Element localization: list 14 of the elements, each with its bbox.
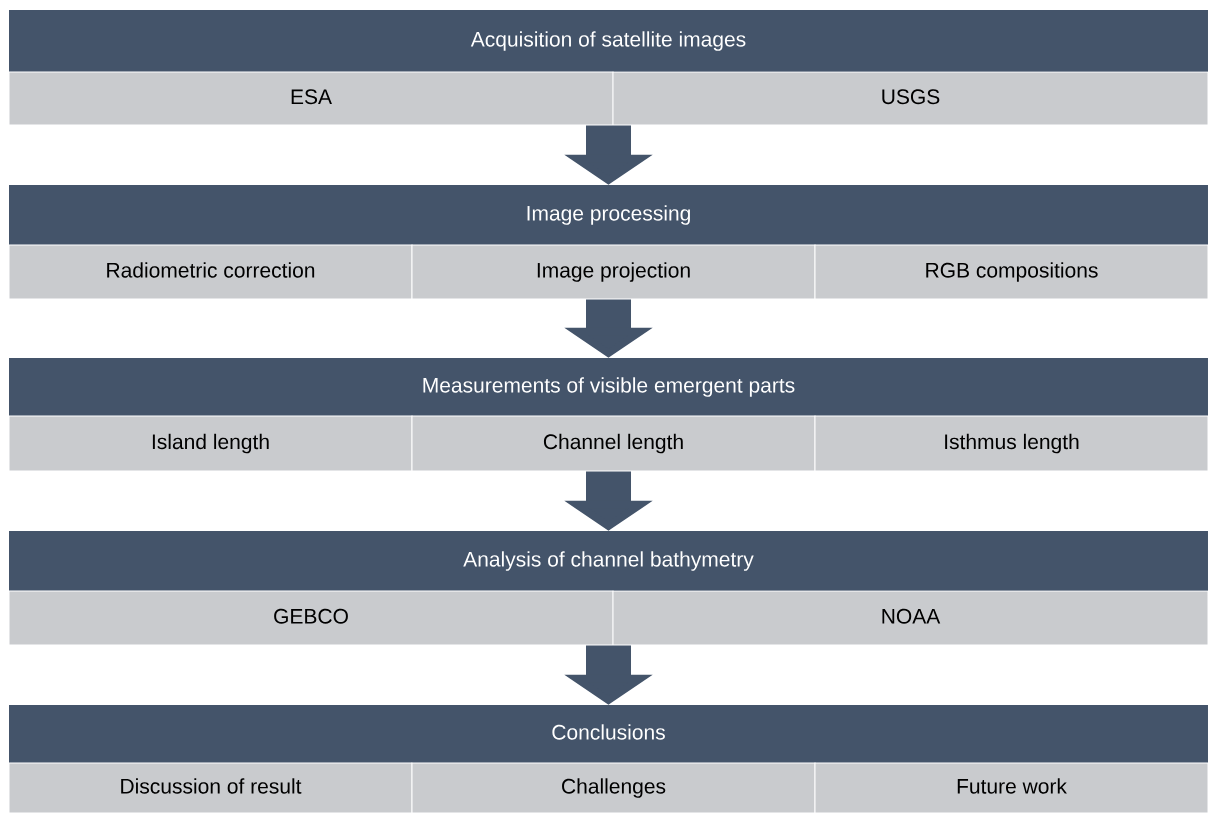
stage-header: Acquisition of satellite images xyxy=(9,10,1208,72)
cell: Challenges xyxy=(411,762,816,813)
cell: RGB compositions xyxy=(814,244,1208,300)
cell: Discussion of result xyxy=(8,762,413,813)
cell: ESA xyxy=(8,71,614,126)
cell: USGS xyxy=(612,71,1208,126)
cell: Channel length xyxy=(411,415,816,472)
cell: Isthmus length xyxy=(814,415,1208,472)
cell: GEBCO xyxy=(8,590,614,646)
cell: Radiometric correction xyxy=(8,244,413,300)
cell: Image projection xyxy=(411,244,816,300)
cell: Future work xyxy=(814,762,1208,813)
cell: NOAA xyxy=(612,590,1208,646)
cell: Island length xyxy=(8,415,413,472)
